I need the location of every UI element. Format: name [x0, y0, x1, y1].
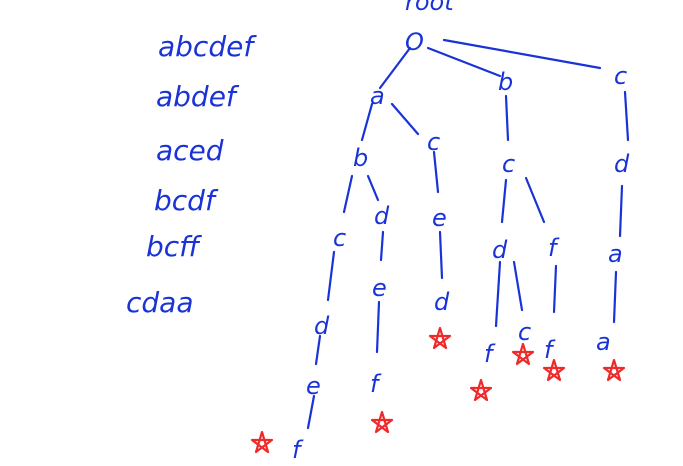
trie-nodes: a b c d e f d e f c e d b c d f f f c d … — [292, 62, 630, 464]
trie-node: c — [518, 318, 531, 346]
edge — [390, 102, 420, 136]
edge — [512, 260, 524, 312]
trie-node: d — [314, 312, 330, 340]
star-icon — [511, 342, 535, 366]
edge — [623, 90, 630, 142]
end-markers — [250, 326, 626, 454]
trie-node: e — [372, 274, 387, 302]
edge — [314, 334, 322, 366]
edge — [366, 174, 380, 202]
edge — [432, 150, 440, 194]
edge — [379, 230, 385, 262]
edge — [442, 38, 602, 70]
trie-node: d — [434, 288, 450, 316]
trie-node: c — [502, 150, 515, 178]
edge — [342, 174, 354, 214]
trie-node: e — [306, 372, 321, 400]
trie-node: f — [370, 370, 382, 398]
word-item: bcff — [146, 230, 202, 263]
trie-node: c — [427, 128, 440, 156]
word-item: abcdef — [158, 30, 257, 63]
trie-node: d — [374, 202, 390, 230]
word-list: abcdef abdef aced bcdf bcff cdaa — [126, 30, 257, 319]
trie-node: f — [292, 436, 304, 464]
edge — [360, 102, 374, 142]
trie-node: c — [614, 62, 627, 90]
edge — [504, 94, 510, 142]
edge — [326, 250, 336, 302]
word-item: aced — [156, 134, 224, 167]
edge — [306, 394, 316, 430]
star-icon — [602, 358, 626, 382]
edge — [375, 300, 381, 354]
word-item: bcdf — [154, 184, 219, 217]
trie-node: d — [614, 150, 630, 178]
trie-node: a — [370, 82, 385, 110]
star-icon — [250, 430, 274, 454]
edge — [524, 176, 546, 224]
root-label: root — [405, 0, 455, 16]
edge — [494, 260, 502, 328]
edge — [500, 178, 508, 224]
edge — [378, 46, 412, 90]
edge — [552, 264, 558, 314]
trie-node: e — [432, 204, 447, 232]
edge — [426, 46, 502, 78]
edge — [612, 270, 618, 324]
trie-node: d — [492, 236, 508, 264]
word-item: abdef — [156, 80, 240, 113]
trie-node: a — [596, 328, 611, 356]
edge — [438, 230, 444, 280]
trie-node: b — [353, 144, 368, 172]
trie-node: b — [498, 68, 513, 96]
trie-node: f — [548, 234, 560, 262]
star-icon — [428, 326, 452, 350]
trie-node: a — [608, 240, 623, 268]
star-icon — [370, 410, 394, 434]
trie-node: c — [333, 224, 346, 252]
trie-edges — [306, 38, 630, 430]
edge — [618, 184, 624, 238]
word-item: cdaa — [126, 286, 193, 319]
trie-node: f — [484, 340, 496, 368]
star-icon — [469, 378, 493, 402]
star-icon — [542, 358, 566, 382]
